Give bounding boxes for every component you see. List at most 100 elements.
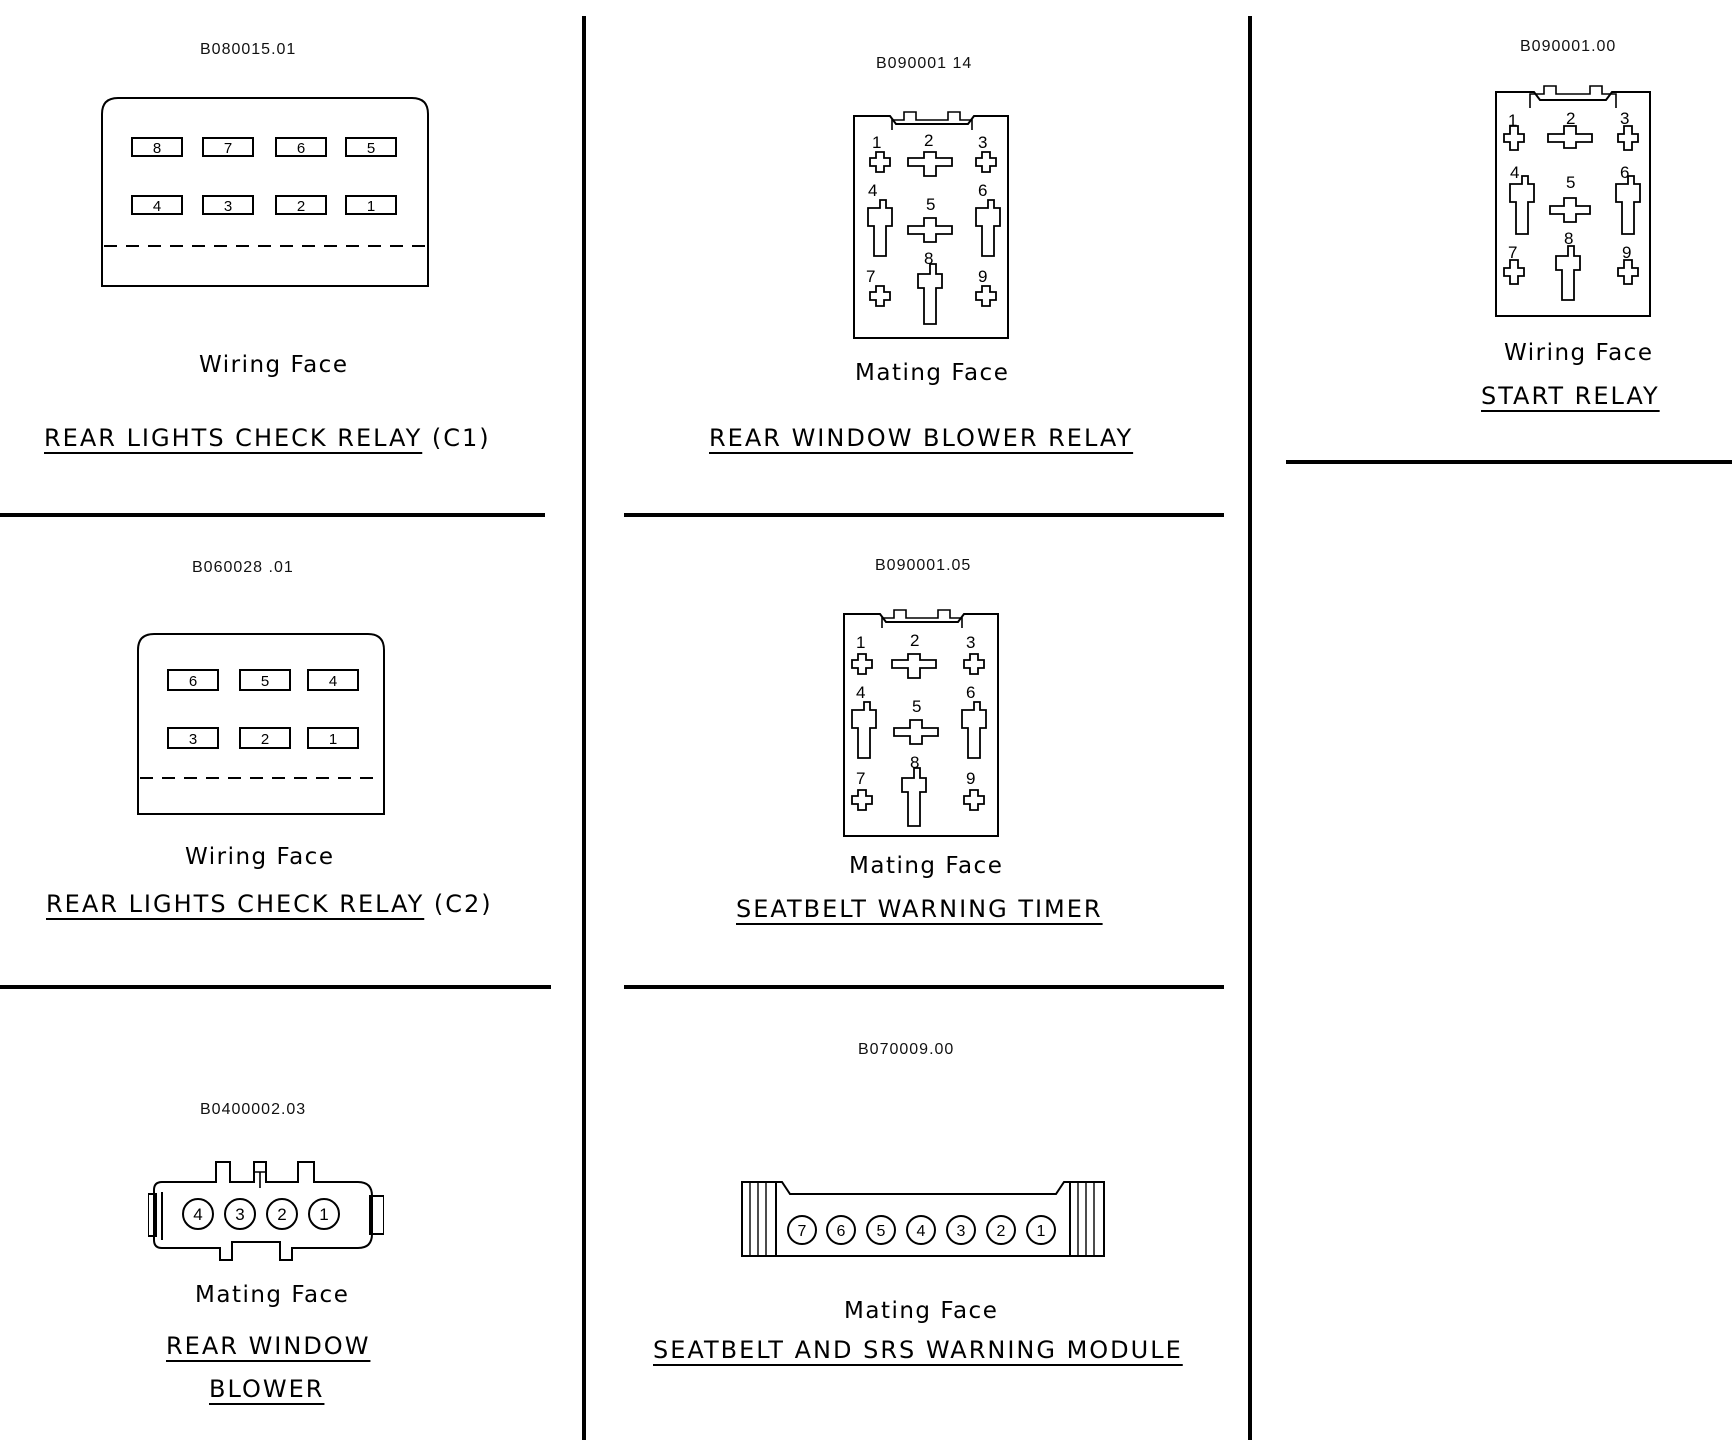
pin-terminal: 3 <box>975 133 997 173</box>
connector-9-pin-relay: 1 2 3 4 5 6 7 8 9 <box>1495 85 1651 317</box>
pin-terminal: 2 <box>907 131 953 177</box>
pin-cavity: 2 <box>239 727 291 749</box>
pin-cavity: 2 <box>986 1215 1016 1245</box>
pin-terminal: 9 <box>975 267 997 307</box>
connector-face-label: Mating Face <box>849 853 1004 879</box>
pin-terminal: 5 <box>893 697 939 745</box>
row-divider-middle-1 <box>624 513 1224 517</box>
connector-face-label: Mating Face <box>855 360 1010 386</box>
connector-7-pin-inline: 7 6 5 4 3 2 1 <box>741 1181 1105 1257</box>
panel-code: B090001 14 <box>876 55 973 72</box>
panel-code: B0400002.03 <box>200 1101 307 1118</box>
svg-text:1: 1 <box>872 133 881 152</box>
svg-text:3: 3 <box>957 1223 966 1240</box>
row-divider-right-1 <box>1286 460 1732 464</box>
pin-cavity: 3 <box>224 1198 256 1230</box>
pin-terminal: 8 <box>901 753 927 827</box>
svg-text:3: 3 <box>978 133 987 152</box>
connector-face-label: Mating Face <box>844 1298 999 1324</box>
connector-8-pin-rectangular: 8 7 6 5 4 3 2 1 <box>101 97 429 287</box>
connector-9-pin-relay: 1 2 3 4 5 6 7 8 9 <box>843 609 999 837</box>
panel-code: B060028 .01 <box>192 559 294 576</box>
svg-text:6: 6 <box>297 140 305 157</box>
svg-text:7: 7 <box>866 267 875 286</box>
svg-text:2: 2 <box>297 198 305 215</box>
pin-terminal: 2 <box>891 631 937 679</box>
pin-terminal: 6 <box>961 683 987 759</box>
pin-cavity: 1 <box>308 1198 340 1230</box>
svg-text:4: 4 <box>868 181 877 200</box>
svg-text:8: 8 <box>924 249 933 268</box>
svg-text:1: 1 <box>856 633 865 652</box>
panel-code: B090001.05 <box>875 557 972 574</box>
connector-face-label: Wiring Face <box>199 352 349 378</box>
connector-title: SEATBELT WARNING TIMER <box>736 895 1103 923</box>
svg-text:5: 5 <box>877 1223 886 1240</box>
connector-title-underlined: REAR LIGHTS CHECK RELAY <box>46 890 425 918</box>
pin-terminal: 1 <box>1503 111 1525 151</box>
pin-cavity: 8 <box>131 137 183 157</box>
pin-cavity: 5 <box>866 1215 896 1245</box>
pin-cavity: 3 <box>167 727 219 749</box>
connector-title: SEATBELT AND SRS WARNING MODULE <box>653 1336 1183 1364</box>
pin-terminal: 8 <box>917 249 943 325</box>
column-divider-left <box>582 16 586 1440</box>
pin-terminal: 5 <box>907 195 953 243</box>
connector-face-label: Mating Face <box>195 1282 350 1308</box>
svg-text:4: 4 <box>193 1205 202 1224</box>
panel-code: B080015.01 <box>200 41 297 58</box>
svg-text:1: 1 <box>329 731 337 748</box>
pin-terminal: 1 <box>869 133 891 173</box>
svg-text:4: 4 <box>1510 163 1519 182</box>
connector-6-pin-rectangular: 6 5 4 3 2 1 <box>137 633 385 815</box>
svg-text:9: 9 <box>978 267 987 286</box>
pin-terminal: 8 <box>1555 229 1581 301</box>
svg-text:2: 2 <box>277 1205 286 1224</box>
pin-terminal: 7 <box>866 267 891 307</box>
svg-text:4: 4 <box>856 683 865 702</box>
pin-terminal: 6 <box>975 181 1001 257</box>
svg-text:4: 4 <box>917 1223 926 1240</box>
svg-text:3: 3 <box>235 1205 244 1224</box>
pin-terminal: 7 <box>851 769 873 811</box>
svg-text:7: 7 <box>224 140 232 157</box>
pin-terminal: 9 <box>963 769 985 811</box>
pin-cavity: 1 <box>307 727 359 749</box>
pin-cavity: 4 <box>182 1198 214 1230</box>
svg-text:1: 1 <box>1037 1223 1046 1240</box>
pin-cavity: 5 <box>345 137 397 157</box>
pin-cavity: 4 <box>307 669 359 691</box>
pin-cavity: 7 <box>202 137 254 157</box>
row-divider-left-1 <box>0 513 545 517</box>
pin-cavity: 3 <box>946 1215 976 1245</box>
connector-title: REAR LIGHTS CHECK RELAY (C1) <box>44 424 491 452</box>
connector-4-pin-round: 4 3 2 1 <box>148 1161 384 1261</box>
svg-text:4: 4 <box>329 673 337 690</box>
svg-text:5: 5 <box>1566 173 1575 192</box>
svg-text:2: 2 <box>261 731 269 748</box>
svg-text:5: 5 <box>367 140 375 157</box>
connector-title-suffix: (C1) <box>431 424 491 452</box>
pin-terminal: 1 <box>851 633 873 675</box>
svg-text:8: 8 <box>153 140 161 157</box>
panel-code: B070009.00 <box>858 1041 955 1058</box>
connector-face-label: Wiring Face <box>1504 340 1654 366</box>
svg-text:2: 2 <box>910 631 919 650</box>
pin-terminal: 4 <box>1509 163 1535 235</box>
pin-terminal: 2 <box>1547 109 1593 149</box>
connector-title: REAR LIGHTS CHECK RELAY (C2) <box>46 890 493 918</box>
svg-text:6: 6 <box>978 181 987 200</box>
connector-title-underlined: REAR LIGHTS CHECK RELAY <box>44 424 423 452</box>
pin-terminal: 9 <box>1617 243 1639 285</box>
pin-terminal: 3 <box>1617 109 1639 151</box>
connector-title: REAR WINDOW BLOWER RELAY <box>709 424 1134 452</box>
svg-text:3: 3 <box>224 198 232 215</box>
pin-cavity: 4 <box>906 1215 936 1245</box>
svg-text:9: 9 <box>966 769 975 788</box>
svg-text:5: 5 <box>912 697 921 716</box>
pin-terminal: 7 <box>1503 243 1525 285</box>
connector-title-suffix: (C2) <box>433 890 493 918</box>
panel-code: B090001.00 <box>1520 38 1617 55</box>
pin-terminal: 6 <box>1615 163 1641 235</box>
svg-text:7: 7 <box>856 769 865 788</box>
